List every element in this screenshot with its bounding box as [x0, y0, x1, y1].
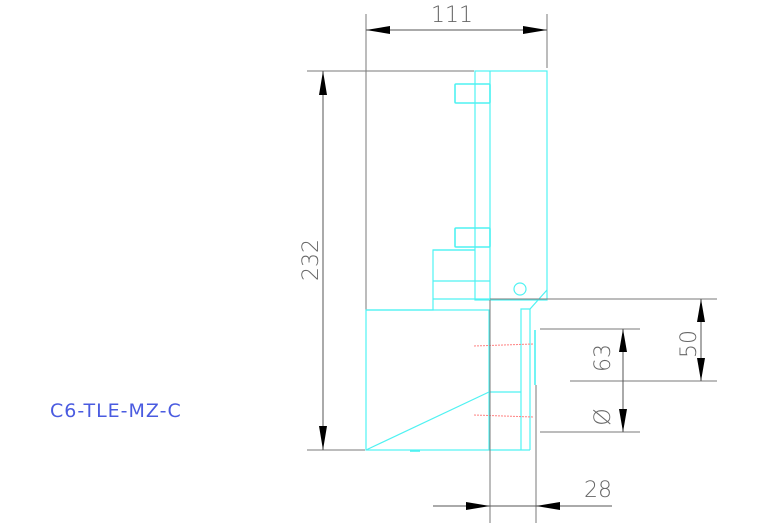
dimension-height-232: 232	[299, 70, 474, 451]
dimension-text-232: 232	[299, 239, 324, 281]
dimension-text-111: 111	[431, 3, 473, 28]
dimension-thickness-28: 28	[433, 300, 612, 523]
part-label: C6-TLE-MZ-C	[50, 400, 182, 422]
dimension-text-28: 28	[584, 478, 612, 503]
part-outline	[365, 70, 548, 452]
dimension-diameter-63: 63 Ø	[540, 328, 640, 433]
dimension-text-63: 63	[591, 344, 616, 372]
dimension-width-111: 111	[365, 3, 548, 310]
center-lines	[473, 343, 534, 418]
dimension-height-50: 50	[490, 298, 717, 382]
dimension-text-50: 50	[677, 330, 702, 358]
diameter-symbol: Ø	[591, 408, 616, 425]
